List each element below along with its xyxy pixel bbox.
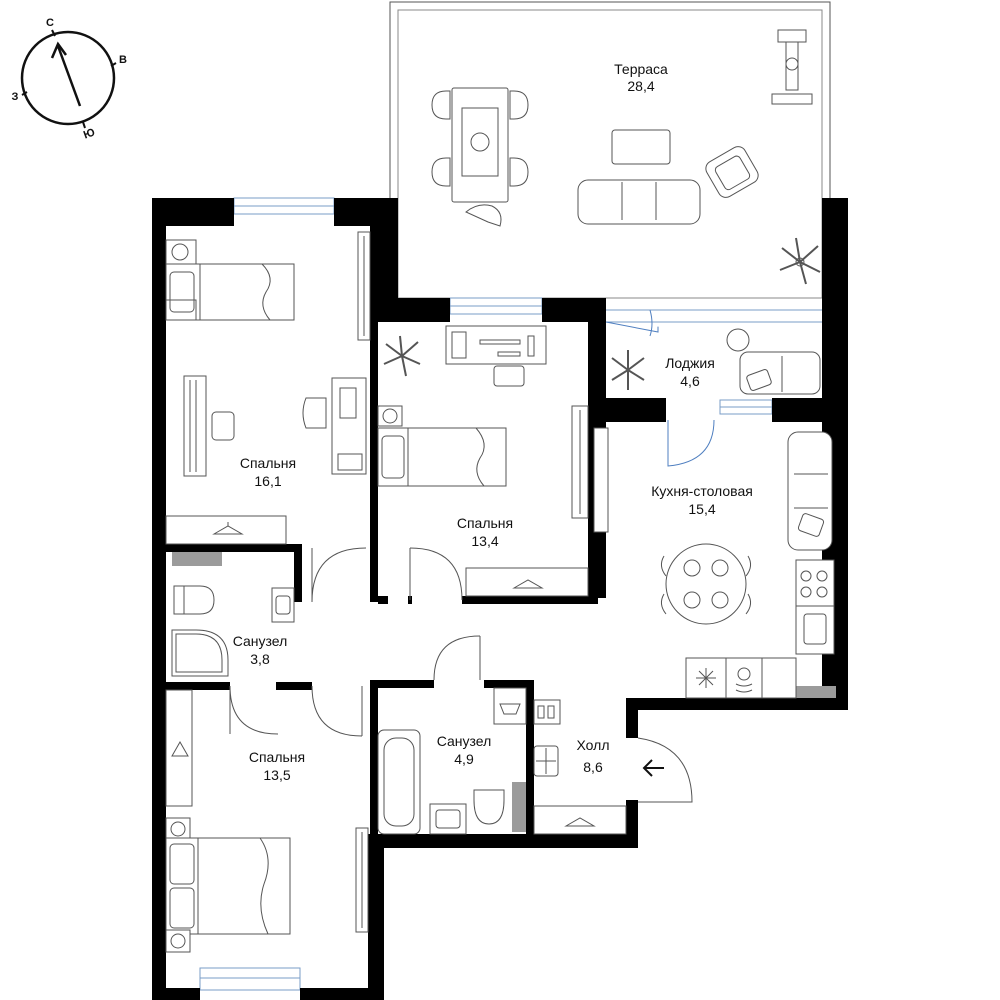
compass-arrowhead (50, 41, 68, 59)
ventilation-shaft (796, 686, 836, 698)
bedroom-middle-furniture (377, 325, 589, 597)
terrace-armchair (705, 146, 759, 198)
bed (165, 263, 295, 321)
room-area-bathroom: 4,9 (454, 751, 474, 767)
compass-arrow (56, 45, 82, 107)
bedroom-bottom-left-furniture (165, 689, 369, 953)
compass-west-label: З (12, 91, 19, 103)
bathtub (377, 729, 421, 835)
room-name-hall: Холл (577, 737, 610, 753)
exercise-bike-icon (771, 29, 813, 105)
room-area-bathroom: 3,8 (250, 651, 270, 667)
window (199, 967, 301, 991)
hall-furniture (533, 699, 627, 835)
terrace-coffee-table (611, 129, 671, 165)
piano (183, 375, 207, 477)
wardrobe (165, 515, 287, 545)
flower-vase-icon (470, 132, 490, 152)
toilet (173, 585, 215, 615)
dining-table (665, 543, 747, 625)
room-area-loggia: 4,6 (680, 373, 700, 389)
bed (377, 427, 507, 487)
compass-north-label: С (46, 17, 54, 29)
kitchen-furniture (593, 427, 835, 699)
desk (331, 377, 367, 475)
hanger-icon (512, 579, 544, 589)
bedroom-top-left-furniture (165, 231, 371, 545)
room-area-bedroom: 13,5 (263, 767, 290, 783)
room-name-bedroom: Спальня (240, 455, 296, 471)
bed (165, 837, 291, 935)
door (229, 685, 279, 735)
room-name-bedroom: Спальня (249, 749, 305, 765)
room-name-bathroom: Санузел (437, 733, 492, 749)
kitchen-sofa (787, 431, 833, 551)
room-name-kitchen: Кухня-столовая (651, 483, 753, 499)
room-area-bedroom: 13,4 (471, 533, 498, 549)
toilet (473, 789, 505, 825)
terrace-table (451, 87, 509, 203)
wardrobe (165, 689, 193, 807)
terrace-sofa (577, 179, 701, 225)
loggia-sofa (739, 351, 821, 395)
side-table (726, 328, 750, 352)
chair (302, 397, 327, 429)
room-area-kitchen: 15,4 (688, 501, 715, 517)
room-name-terrace: Терраса (614, 61, 668, 77)
bathroom-center-furniture (377, 687, 527, 835)
kitchen-sink (795, 605, 835, 655)
doors (229, 309, 715, 803)
room-area-hall: 8,6 (583, 759, 603, 775)
bathroom-sink (271, 587, 295, 623)
plant-icon (383, 335, 421, 377)
plant-icon (779, 237, 821, 285)
dishwasher (725, 657, 763, 699)
door (311, 685, 363, 737)
room-area-bedroom: 16,1 (254, 473, 281, 489)
bathroom-left-furniture (171, 585, 295, 677)
washing-machine (493, 687, 527, 725)
compass-ring (20, 30, 116, 126)
wardrobe (533, 805, 627, 835)
door (409, 547, 463, 601)
room-name-bedroom: Спальня (457, 515, 513, 531)
chair (493, 365, 525, 387)
door (311, 547, 367, 603)
balcony-door (667, 419, 715, 467)
entrance-door (637, 737, 693, 803)
hanger-icon (564, 817, 596, 827)
compass-east-label: В (119, 54, 127, 66)
room-area-terrace: 28,4 (627, 78, 654, 94)
room-labels: Терраса 28,4 Спальня 16,1 Спальня 13,4 Л… (233, 61, 753, 783)
plant-icon (611, 350, 645, 390)
stove (795, 559, 835, 607)
loggia-furniture (611, 328, 821, 395)
shower (171, 629, 229, 677)
hanger-icon (212, 522, 244, 535)
room-name-bathroom: Санузел (233, 633, 288, 649)
ventilation-shaft (512, 782, 526, 832)
compass: С В З Ю (12, 17, 127, 142)
terrace (389, 1, 831, 299)
ventilation-shaft (172, 552, 222, 566)
bathroom-sink (429, 803, 467, 835)
fridge (685, 657, 727, 699)
wardrobe (465, 567, 589, 597)
snowflake-icon (696, 668, 716, 688)
door (433, 635, 481, 681)
hanger-icon (171, 740, 189, 757)
compass-south-label: Ю (82, 126, 97, 141)
room-name-loggia: Лоджия (665, 355, 715, 371)
